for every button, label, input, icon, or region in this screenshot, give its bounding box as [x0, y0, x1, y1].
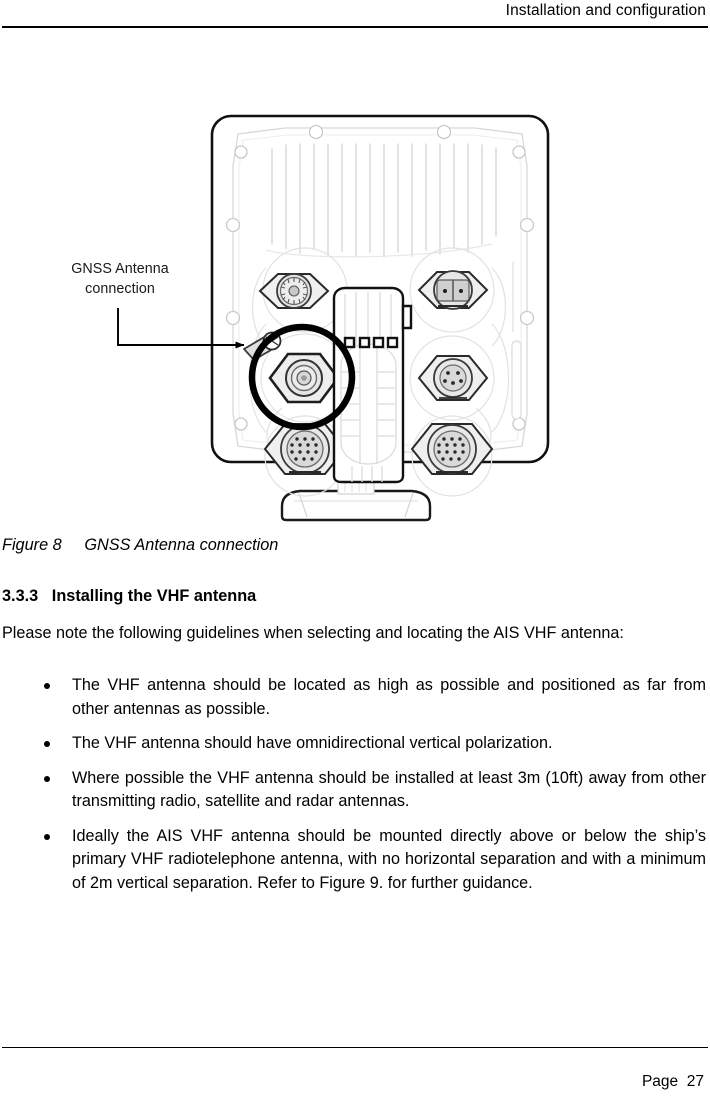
intro-paragraph: Please note the following guidelines whe… [2, 624, 624, 642]
header-divider [2, 26, 708, 28]
page-header: Installation and configuration [0, 0, 710, 28]
connector-power-top-right [417, 270, 489, 310]
callout-label-line2: connection [85, 280, 155, 297]
guidelines-bullet-list: The VHF antenna should be located as hig… [0, 674, 710, 895]
header-title: Installation and configuration [505, 2, 706, 19]
list-item: Where possible the VHF antenna should be… [0, 767, 710, 814]
connector-multipin-bottom-right [410, 423, 494, 475]
connector-knurled-top-left [258, 273, 330, 309]
figure-caption-text: GNSS Antenna connection [84, 536, 279, 554]
figure-caption: Figure 8 GNSS Antenna connection [2, 534, 278, 556]
callout-leader-line [117, 308, 245, 349]
bracket-slots [343, 336, 399, 349]
transponder-rear-panel-drawing [117, 114, 550, 522]
list-item-text: The VHF antenna should have omnidirectio… [72, 734, 553, 752]
list-item: The VHF antenna should be located as hig… [0, 674, 710, 721]
page-number: Page 27 [641, 1073, 704, 1090]
list-item: Ideally the AIS VHF antenna should be mo… [0, 825, 710, 896]
side-vent-slot [511, 262, 522, 420]
list-item-text: Where possible the VHF antenna should be… [72, 768, 706, 811]
callout-label-line1: GNSS Antenna [71, 261, 169, 277]
figure-caption-number: Figure 8 [2, 536, 62, 554]
figure-illustration: GNSS Antenna connection [0, 36, 710, 531]
bullet-dot-icon [44, 833, 50, 840]
bullet-dot-icon [44, 775, 50, 782]
bullet-dot-icon [44, 683, 50, 689]
bullet-dot-icon [44, 741, 50, 747]
stand-base [280, 489, 432, 522]
connector-gnss-coax [268, 352, 340, 404]
connector-5pin-right [417, 355, 489, 401]
heatsink-fins [271, 143, 497, 258]
gnss-highlight-circle [248, 323, 356, 431]
list-item: The VHF antenna should have omnidirectio… [0, 732, 710, 756]
section-heading: 3.3.3 Installing the VHF antenna [2, 585, 256, 607]
list-item-text: The VHF antenna should be located as hig… [72, 676, 706, 718]
section-title: Installing the VHF antenna [51, 587, 257, 605]
footer-divider [2, 1047, 708, 1048]
section-number: 3.3.3 [2, 587, 39, 605]
mounting-bracket [332, 286, 413, 484]
gnss-antenna-callout-label: GNSS Antenna connection [40, 260, 200, 299]
list-item-text: Ideally the AIS VHF antenna should be mo… [72, 826, 706, 892]
pin-cluster [290, 437, 318, 461]
